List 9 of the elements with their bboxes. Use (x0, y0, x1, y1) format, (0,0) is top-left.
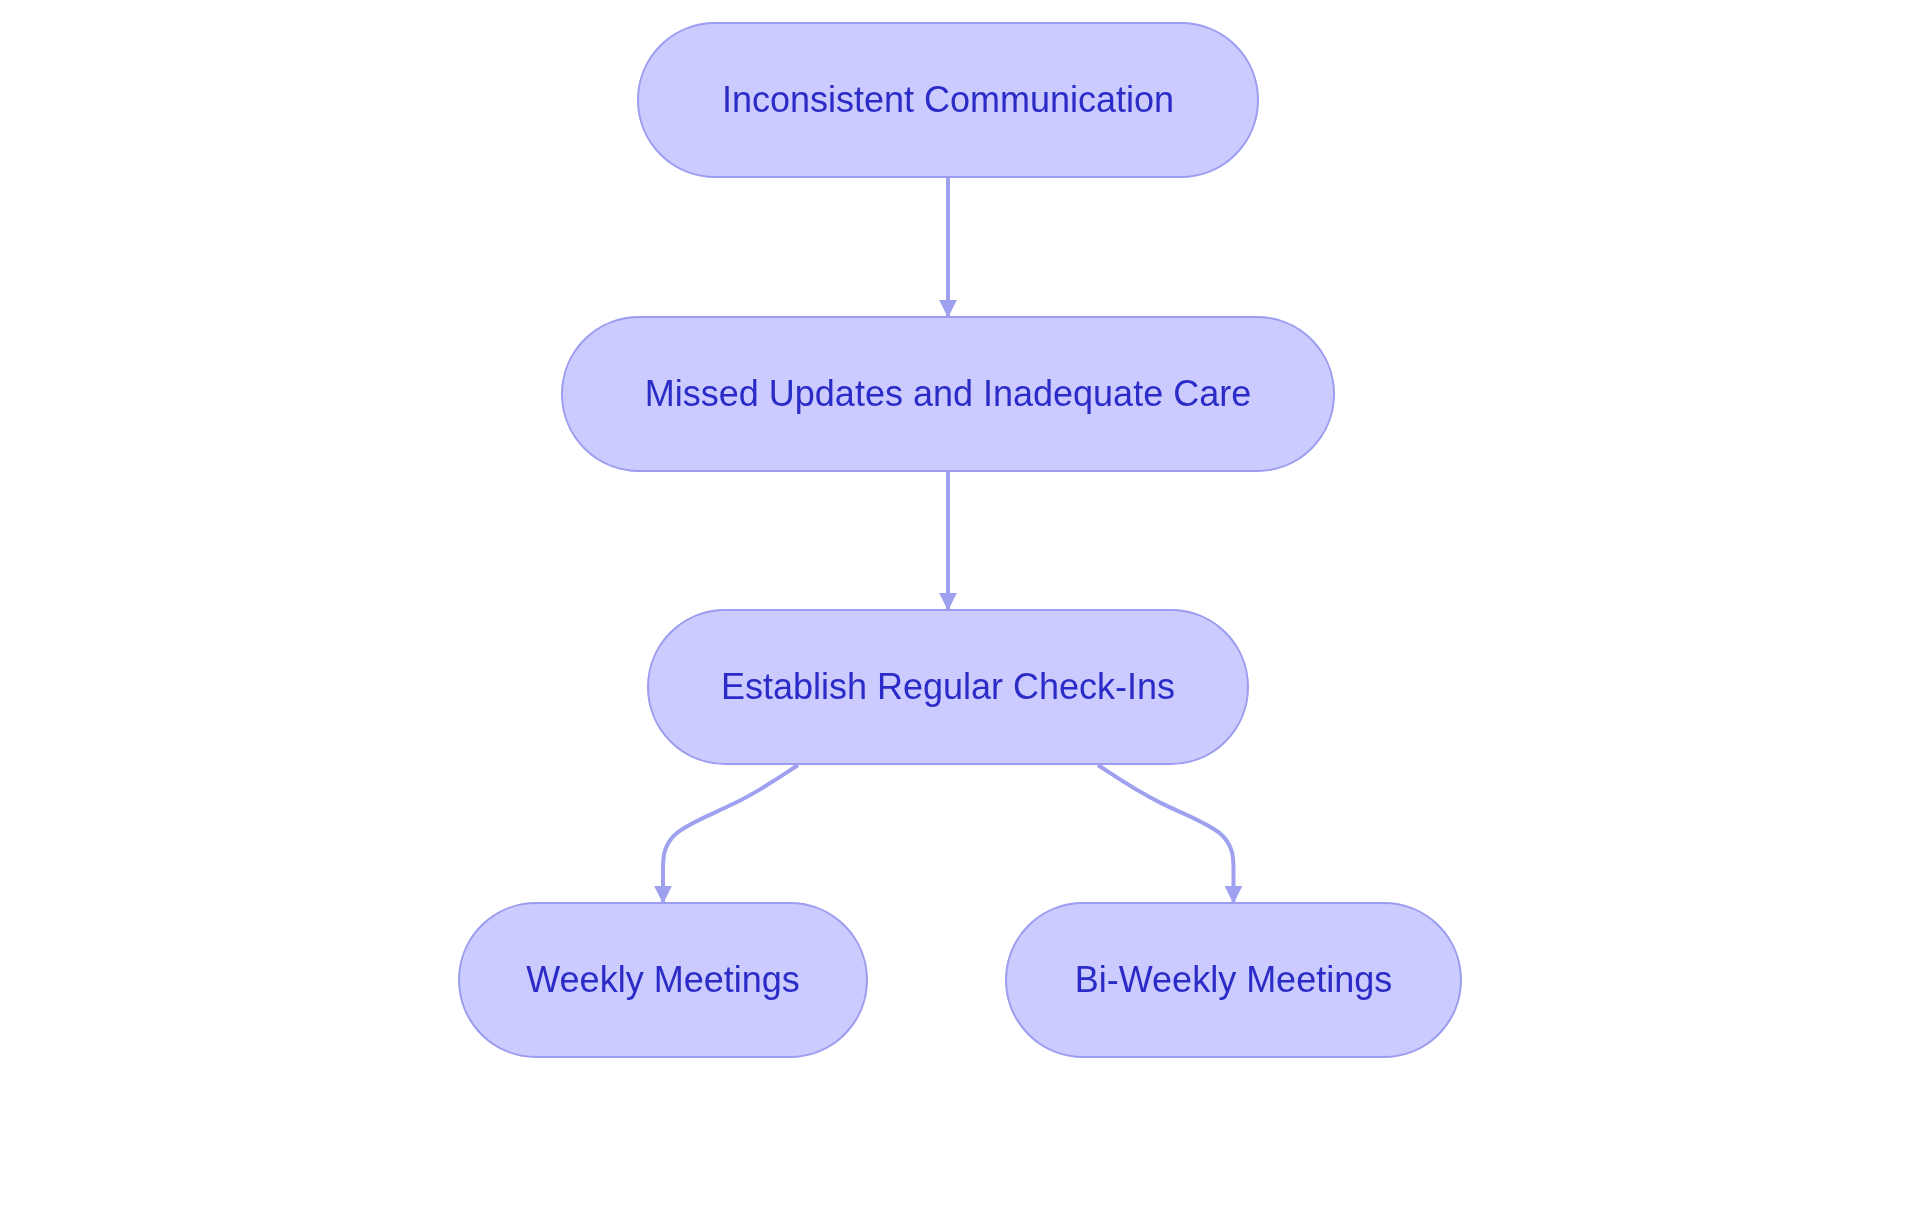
arrow (1096, 763, 1243, 904)
arrow (939, 472, 957, 611)
node-label: Missed Updates and Inadequate Care (644, 373, 1252, 415)
arrow (654, 763, 800, 904)
arrow (939, 178, 957, 318)
node-label: Inconsistent Communication (721, 79, 1175, 121)
node-label: Bi-Weekly Meetings (1074, 959, 1393, 1001)
node-label: Establish Regular Check-Ins (720, 666, 1176, 708)
node-label: Weekly Meetings (526, 959, 800, 1001)
